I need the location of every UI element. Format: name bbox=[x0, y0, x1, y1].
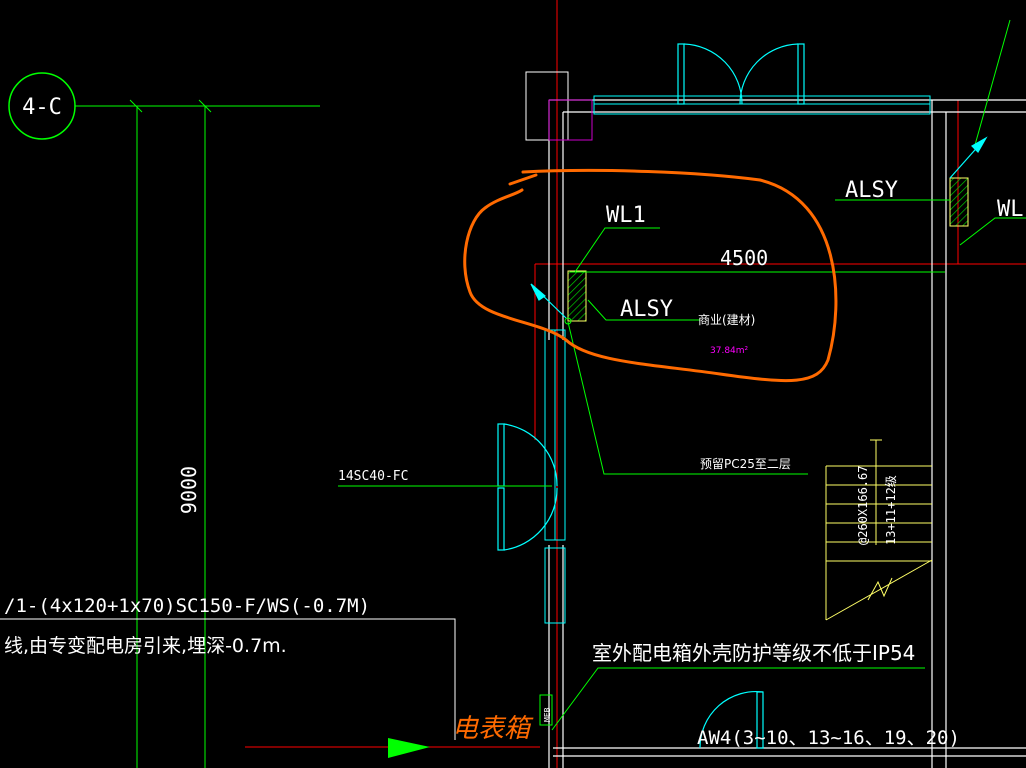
markup-cloud[interactable] bbox=[463, 168, 838, 383]
feed-conduit-label: 14SC40-FC bbox=[338, 469, 408, 484]
meb-label: MEB bbox=[543, 707, 552, 722]
room-area: 37.84m² bbox=[710, 346, 749, 356]
double-door-top bbox=[677, 43, 805, 105]
leader-node bbox=[564, 317, 572, 325]
panel-label-wl1: WL1 bbox=[606, 203, 646, 228]
grid-bubble: 4-C bbox=[8, 72, 76, 140]
cable-spec-leader bbox=[0, 618, 456, 740]
double-door-left bbox=[497, 423, 558, 551]
room-name: 商业(建材) bbox=[698, 312, 755, 327]
cable-spec-text: /1-(4x120+1x70)SC150-F/WS(-0.7M) bbox=[4, 595, 370, 617]
circuit-list-text: AW4(3~10、13~16、19、20) bbox=[697, 727, 960, 749]
meb-box[interactable] bbox=[539, 694, 553, 726]
stair-steps-text: 13+11+12级 bbox=[884, 475, 898, 545]
panel-label-alsy: ALSY bbox=[620, 297, 673, 322]
distribution-panel-right[interactable] bbox=[949, 177, 969, 227]
stair-spec-text: @260X166.67 bbox=[856, 466, 870, 545]
grid-bubble-label: 4-C bbox=[22, 95, 62, 120]
panel-label-wl-right: WL bbox=[997, 197, 1024, 222]
enclosure-rating-note: 室外配电箱外壳防护等级不低于IP54 bbox=[592, 641, 915, 665]
dimension-tick bbox=[129, 99, 143, 113]
column-outline bbox=[548, 99, 593, 141]
incoming-feed-arrow bbox=[388, 738, 430, 758]
door-bottom bbox=[699, 690, 764, 749]
stair bbox=[825, 439, 933, 621]
window-top bbox=[593, 95, 931, 115]
cable-source-text: 线,由专变配电房引来,埋深-0.7m. bbox=[4, 635, 287, 657]
handwritten-meter-box-note: 电表箱 bbox=[452, 714, 534, 744]
vertical-dimension-text: 9000 bbox=[177, 466, 201, 514]
leaders bbox=[338, 19, 1026, 731]
panel-label-alsy-right: ALSY bbox=[845, 178, 898, 203]
column bbox=[525, 71, 569, 141]
horizontal-dimension-text: 4500 bbox=[720, 246, 768, 270]
window-left bbox=[544, 329, 566, 624]
conduit-reserve-note: 预留PC25至二层 bbox=[700, 457, 791, 471]
distribution-panel-wl1[interactable] bbox=[567, 270, 587, 322]
direction-arrow bbox=[530, 136, 988, 319]
